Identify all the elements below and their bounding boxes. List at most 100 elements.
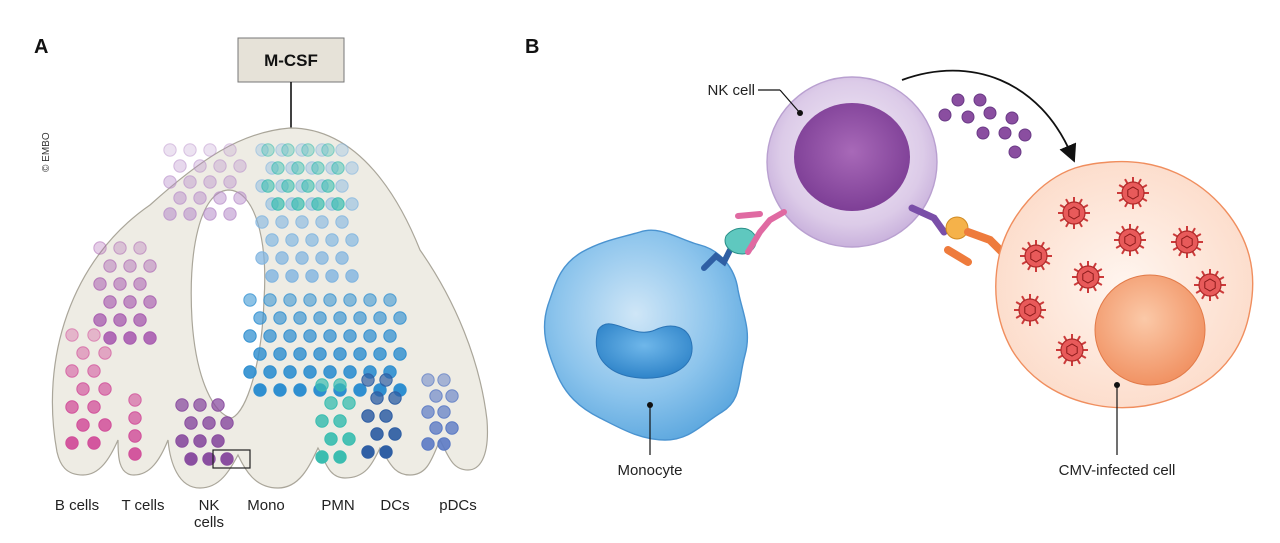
monocyte xyxy=(543,229,749,455)
nk-cell-dot xyxy=(202,452,216,466)
mono-dot xyxy=(373,347,387,361)
pmn-dot xyxy=(321,143,335,157)
pmn-dot xyxy=(271,197,285,211)
label-monocyte: Monocyte xyxy=(617,462,682,479)
mono-dot xyxy=(283,293,297,307)
pmn-dot xyxy=(324,432,338,446)
nk-cell-dot xyxy=(163,175,177,189)
pmn-dot xyxy=(291,161,305,175)
nk-cell-dot xyxy=(193,434,207,448)
dc-dot xyxy=(361,409,375,423)
granule-dot xyxy=(1008,145,1022,159)
b-cell-dot xyxy=(65,328,79,342)
granule-dot xyxy=(961,110,975,124)
label-pdcs: pDCs xyxy=(439,497,477,514)
mono-dot xyxy=(303,293,317,307)
curved-arrow-icon xyxy=(901,69,1077,163)
mono-dot xyxy=(293,383,307,397)
dc-dot xyxy=(388,427,402,441)
b-cell-dot xyxy=(103,331,117,345)
nk-cell-dot xyxy=(163,207,177,221)
mcsf-label: M-CSF xyxy=(264,51,318,70)
mono-dot xyxy=(265,269,279,283)
pdc-dot xyxy=(437,405,451,419)
mono-dot xyxy=(323,293,337,307)
nk-mono-box xyxy=(212,449,251,469)
receptor-icon-left xyxy=(701,209,787,271)
label-t-cells: T cells xyxy=(121,497,164,514)
pdc-dot xyxy=(437,437,451,451)
pmn-dot xyxy=(261,143,275,157)
nk-cell-dot xyxy=(223,207,237,221)
nk-cell-dot xyxy=(203,143,217,157)
mono-dot xyxy=(273,347,287,361)
mono-dot xyxy=(313,311,327,325)
mono-dot xyxy=(263,293,277,307)
nk-cell-dot xyxy=(220,452,234,466)
label-nk-cell: NK cell xyxy=(707,82,755,99)
b-cell-dot xyxy=(87,436,101,450)
mono-dot xyxy=(393,311,407,325)
nk-cell xyxy=(758,76,938,248)
pmn-dot xyxy=(333,378,347,392)
mono-dot xyxy=(345,269,359,283)
mono-dot xyxy=(353,311,367,325)
granule-dot xyxy=(983,106,997,120)
mono-dot xyxy=(283,365,297,379)
pmn-dot xyxy=(333,450,347,464)
granule-dot xyxy=(1018,128,1032,142)
dc-dot xyxy=(379,445,393,459)
pmn-dot xyxy=(311,197,325,211)
pmn-dot xyxy=(342,432,356,446)
b-cell-dot xyxy=(98,346,112,360)
virus-icon xyxy=(1171,226,1203,258)
mono-dot xyxy=(303,365,317,379)
b-cell-dot xyxy=(103,259,117,273)
pdc-dot xyxy=(429,389,443,403)
b-cell-dot xyxy=(133,241,147,255)
cell-dots xyxy=(65,143,459,466)
nk-cell-dot xyxy=(183,143,197,157)
dc-dot xyxy=(379,409,393,423)
b-cell-dot xyxy=(65,436,79,450)
cmv-infected-cell xyxy=(995,160,1254,455)
pdc-dot xyxy=(421,373,435,387)
label-dcs: DCs xyxy=(380,497,409,514)
pmn-dot xyxy=(315,414,329,428)
mono-dot xyxy=(335,251,349,265)
nk-cell-dot xyxy=(193,159,207,173)
granule-dot xyxy=(973,93,987,107)
b-cell-dot xyxy=(113,313,127,327)
granule-dot xyxy=(1005,111,1019,125)
mono-dot xyxy=(315,251,329,265)
mono-dot xyxy=(273,311,287,325)
nk-cell-dot xyxy=(193,191,207,205)
virus-icon xyxy=(1020,240,1052,272)
pmn-dot xyxy=(281,179,295,193)
mono-dot xyxy=(373,311,387,325)
b-cell-dot xyxy=(98,418,112,432)
mono-dot xyxy=(255,215,269,229)
nk-cell-dot xyxy=(173,159,187,173)
pdc-dot xyxy=(421,437,435,451)
mono-dot xyxy=(255,251,269,265)
b-cell-dot xyxy=(123,295,137,309)
mono-dot xyxy=(335,143,349,157)
mono-dot xyxy=(253,347,267,361)
mcsf-box: M-CSF xyxy=(237,37,345,83)
granule-dot xyxy=(938,108,952,122)
b-cell-dot xyxy=(113,241,127,255)
mono-dot xyxy=(293,311,307,325)
mono-dot xyxy=(333,311,347,325)
granule-dot xyxy=(976,126,990,140)
b-cell-dot xyxy=(65,364,79,378)
b-cell-dot xyxy=(143,295,157,309)
mono-dot xyxy=(313,347,327,361)
nk-cell-dot xyxy=(183,207,197,221)
dc-dot xyxy=(388,391,402,405)
mono-dot xyxy=(343,365,357,379)
mono-dot xyxy=(393,347,407,361)
nk-cell-dot xyxy=(213,191,227,205)
mono-dot xyxy=(323,329,337,343)
